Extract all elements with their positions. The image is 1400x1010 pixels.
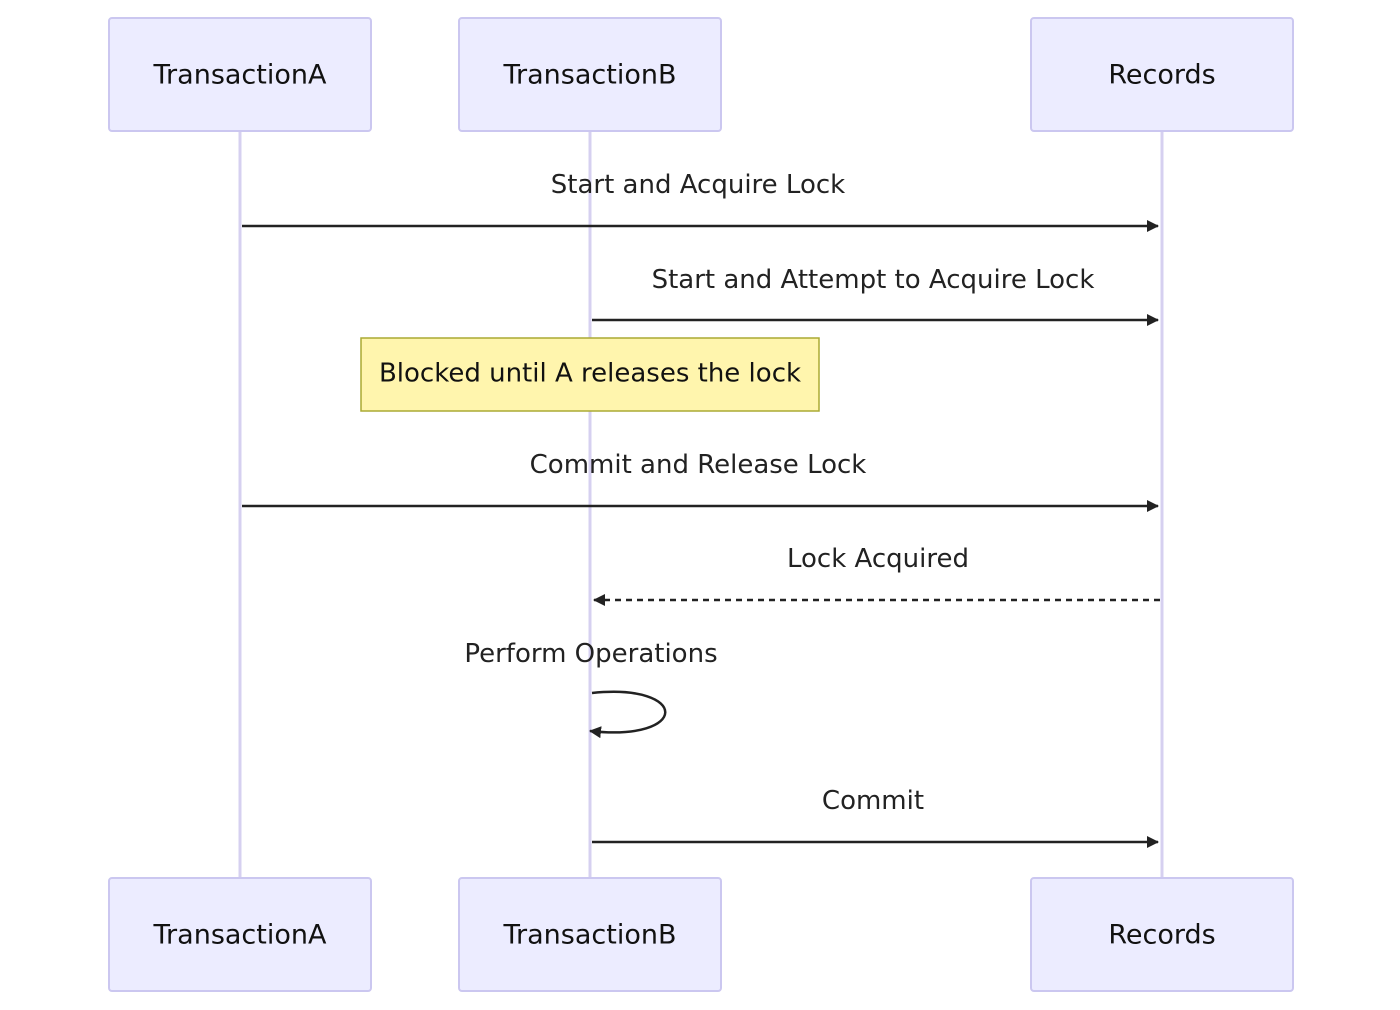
actor-label: Records	[1108, 920, 1215, 951]
actor-bottom-transaction-a: TransactionA	[108, 877, 372, 992]
message-label-perform-operations: Perform Operations	[464, 639, 717, 669]
note-text: Blocked until A releases the lock	[379, 359, 801, 389]
actor-top-transaction-a: TransactionA	[108, 17, 372, 132]
message-label-commit-release-lock: Commit and Release Lock	[530, 450, 867, 480]
actor-top-records: Records	[1030, 17, 1294, 132]
actor-bottom-transaction-b: TransactionB	[458, 877, 722, 992]
actor-label: TransactionA	[153, 60, 327, 91]
message-label-start-acquire-lock: Start and Acquire Lock	[551, 170, 845, 200]
actor-top-transaction-b: TransactionB	[458, 17, 722, 132]
message-label-lock-acquired: Lock Acquired	[787, 544, 969, 574]
actor-label: TransactionB	[503, 920, 677, 951]
actor-label: Records	[1108, 60, 1215, 91]
message-label-attempt-acquire-lock: Start and Attempt to Acquire Lock	[652, 265, 1095, 295]
actor-label: TransactionB	[503, 60, 677, 91]
note-blocked: Blocked until A releases the lock	[360, 337, 820, 412]
message-label-commit: Commit	[822, 786, 924, 816]
actor-label: TransactionA	[153, 920, 327, 951]
actor-bottom-records: Records	[1030, 877, 1294, 992]
message-arrow-perform-operations	[589, 690, 667, 739]
